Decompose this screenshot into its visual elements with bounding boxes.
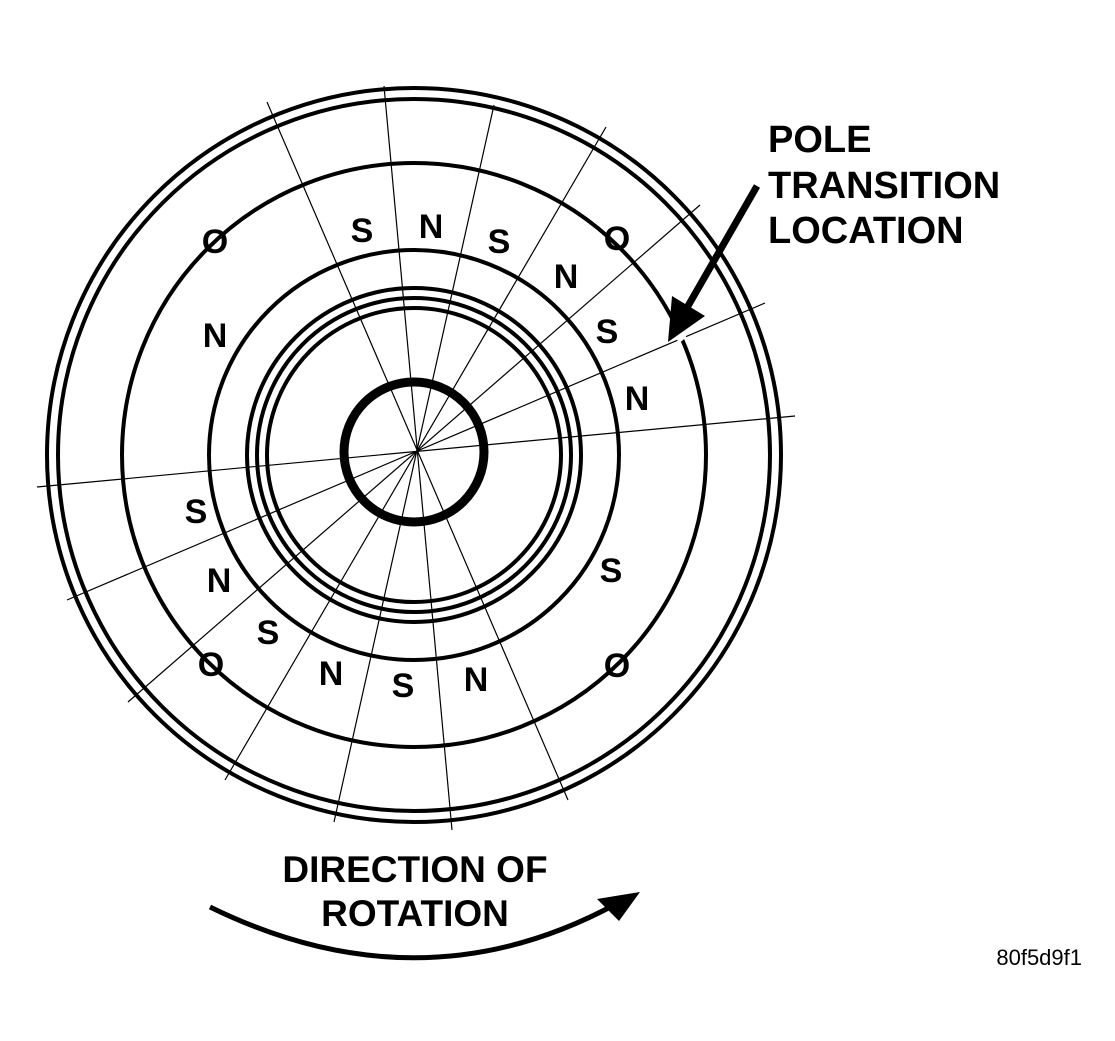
- outer-ring: [45, 86, 783, 824]
- hub-ring: [339, 377, 489, 527]
- pole-label: S: [488, 223, 511, 261]
- callout-arrow-head: [668, 296, 705, 342]
- rotation-arrow-shaft: [208, 901, 618, 961]
- sector-line: [224, 126, 607, 781]
- callout-line: TRANSITION: [768, 165, 1000, 207]
- rings: [45, 86, 783, 824]
- sector-lines: [36, 85, 796, 831]
- pole-label: N: [207, 562, 232, 600]
- pole-label: S: [600, 552, 623, 590]
- inner-ring: [245, 286, 583, 624]
- pole-label: N: [464, 661, 489, 699]
- rotation-arrow-head: [597, 892, 640, 921]
- pole-label: S: [351, 212, 374, 250]
- mid-ring: [120, 161, 708, 749]
- ring-marker: O: [198, 646, 224, 684]
- outer-ring: [56, 97, 772, 813]
- pole-labels: S N S N S N N S N S N S N S: [185, 208, 650, 705]
- pole-label: N: [319, 655, 344, 693]
- rotation-arrow: [208, 892, 640, 961]
- inner-ring: [265, 306, 563, 604]
- pole-label: S: [596, 313, 619, 351]
- pole-label: N: [625, 380, 650, 418]
- ring-marker: O: [604, 220, 630, 258]
- ring-marker: O: [202, 223, 228, 261]
- pole-label: S: [185, 493, 208, 531]
- figure-id: 80f5d9f1: [996, 945, 1082, 970]
- ring-markers: O O O O: [198, 220, 630, 685]
- pole-label: N: [554, 258, 579, 296]
- callout-arrow-shaft: [684, 184, 761, 308]
- callout-arrow: [668, 184, 761, 342]
- sector-line: [127, 204, 701, 703]
- mid-ring: [207, 248, 621, 662]
- inner-ring: [255, 296, 573, 614]
- pole-label: S: [392, 667, 415, 705]
- sector-line: [36, 415, 796, 488]
- pole-label: N: [419, 208, 444, 246]
- callout-line: LOCATION: [768, 210, 964, 252]
- callout-line: POLE: [768, 119, 871, 161]
- caption-line: DIRECTION OF: [282, 849, 547, 890]
- pole-label: S: [257, 614, 280, 652]
- sector-line: [383, 85, 453, 831]
- pole-label: N: [203, 317, 228, 355]
- ring-marker: O: [604, 647, 630, 685]
- sector-line: [333, 104, 495, 823]
- caption-line: ROTATION: [321, 893, 509, 934]
